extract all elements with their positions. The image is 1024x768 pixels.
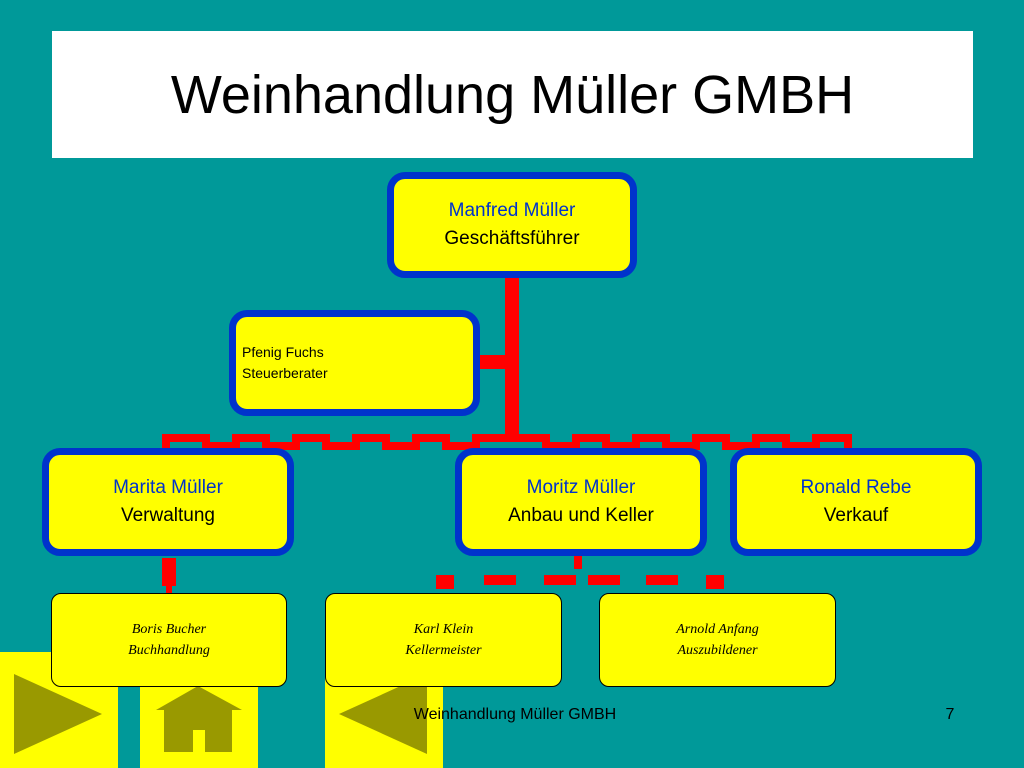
staff-role: Auszubildener: [677, 643, 758, 658]
department-bus-line-right: [512, 434, 852, 455]
department-name: Ronald Rebe: [800, 477, 912, 498]
department-role: Verwaltung: [120, 505, 215, 526]
department-bus-line-left: [162, 434, 512, 455]
ceo-box: Manfred Müller Geschäftsführer: [387, 172, 637, 278]
play-back-icon: [339, 674, 427, 754]
staff-bus-segment: [706, 575, 724, 589]
verwaltung-to-staff-line-stub: [166, 586, 172, 594]
ceo-trunk-line: [505, 278, 519, 438]
advisor-name: Pfenig Fuchs: [242, 344, 324, 360]
staff-bus-segment: [436, 575, 454, 589]
staff-bus-segment: [544, 575, 576, 585]
staff-box-boris: Boris Bucher Buchhandlung: [51, 593, 287, 687]
staff-name: Boris Bucher: [131, 622, 207, 637]
staff-box-karl: Karl Klein Kellermeister: [325, 593, 562, 687]
staff-box-arnold: Arnold Anfang Auszubildener: [599, 593, 836, 687]
staff-name: Arnold Anfang: [676, 622, 759, 637]
advisor-role: Steuerberater: [242, 365, 328, 381]
staff-bus-segment: [646, 575, 678, 585]
page-title: Weinhandlung Müller GMBH: [170, 64, 855, 125]
staff-role: Kellermeister: [405, 643, 482, 658]
department-role: Anbau und Keller: [508, 505, 654, 526]
department-box-keller: Moritz Müller Anbau und Keller: [455, 448, 707, 556]
department-box-verwaltung: Marita Müller Verwaltung: [42, 448, 294, 556]
department-box-verkauf: Ronald Rebe Verkauf: [730, 448, 982, 556]
ceo-name: Manfred Müller: [448, 200, 576, 221]
staff-role: Buchhandlung: [128, 643, 210, 658]
footer-text: Weinhandlung Müller GMBH: [413, 706, 617, 723]
keller-to-staff-line: [574, 553, 582, 569]
advisor-branch-line: [477, 355, 507, 369]
department-name: Marita Müller: [113, 477, 223, 498]
page-number: 7: [945, 706, 955, 723]
ceo-role: Geschäftsführer: [444, 228, 580, 249]
title-box: Weinhandlung Müller GMBH: [52, 31, 973, 158]
home-icon: [156, 686, 242, 752]
staff-name: Karl Klein: [413, 622, 474, 637]
department-name: Moritz Müller: [526, 477, 636, 498]
advisor-box: Pfenig Fuchs Steuerberater: [229, 310, 480, 416]
play-forward-icon: [14, 674, 102, 754]
verwaltung-to-staff-line: [162, 558, 176, 586]
department-role: Verkauf: [823, 505, 889, 526]
staff-bus-segment: [588, 575, 620, 585]
staff-bus-segment: [484, 575, 516, 585]
